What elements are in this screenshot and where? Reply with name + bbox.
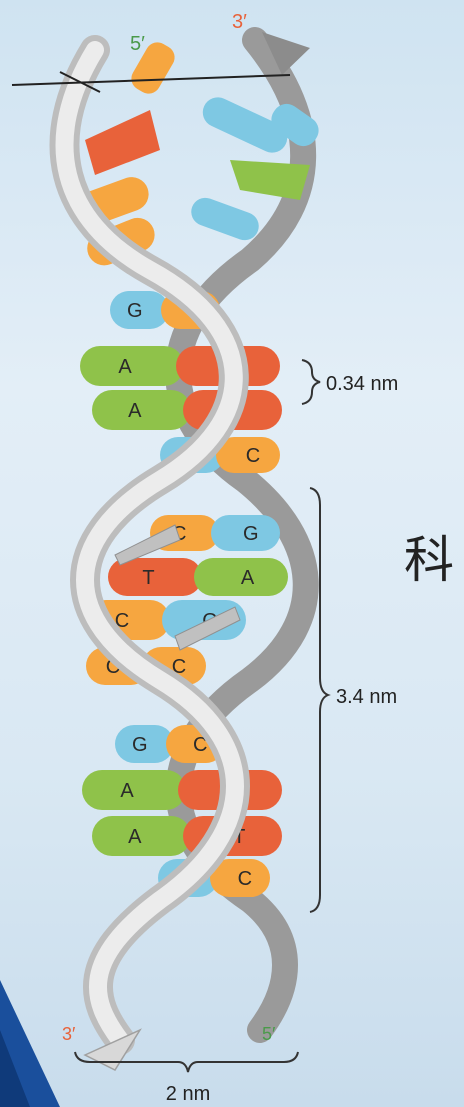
measure-helix-turn: 3.4 nm	[336, 686, 397, 708]
side-character: 科	[404, 520, 454, 592]
base-letter-left: A	[120, 780, 134, 802]
base-letter-right: G	[243, 523, 259, 545]
base-letter-left: A	[118, 356, 132, 378]
measure-helix-width: 2 nm	[166, 1083, 210, 1105]
base-A-left	[80, 346, 184, 386]
base-A-left	[82, 770, 186, 810]
base-letter-left: G	[127, 300, 143, 322]
base-A-left	[92, 816, 191, 856]
base-letter-right: A	[241, 567, 255, 589]
base-letter-left: G	[132, 734, 148, 756]
base-letter-left: A	[128, 826, 142, 848]
base-letter-left: T	[142, 567, 154, 589]
base-pair: TA	[108, 558, 288, 596]
label-5prime-top: 5′	[130, 33, 145, 55]
base-letter-right: C	[246, 445, 260, 467]
brace-base-spacing	[302, 360, 320, 404]
label-3prime-bottom: 3′	[62, 1024, 76, 1044]
base-letter-right: C	[238, 868, 252, 890]
base-letter-left: A	[128, 400, 142, 422]
base-A-left	[92, 390, 191, 430]
label-5prime-bottom: 5′	[262, 1024, 276, 1044]
measure-base-spacing: 0.34 nm	[326, 373, 398, 395]
label-3prime-top: 3′	[232, 11, 247, 33]
